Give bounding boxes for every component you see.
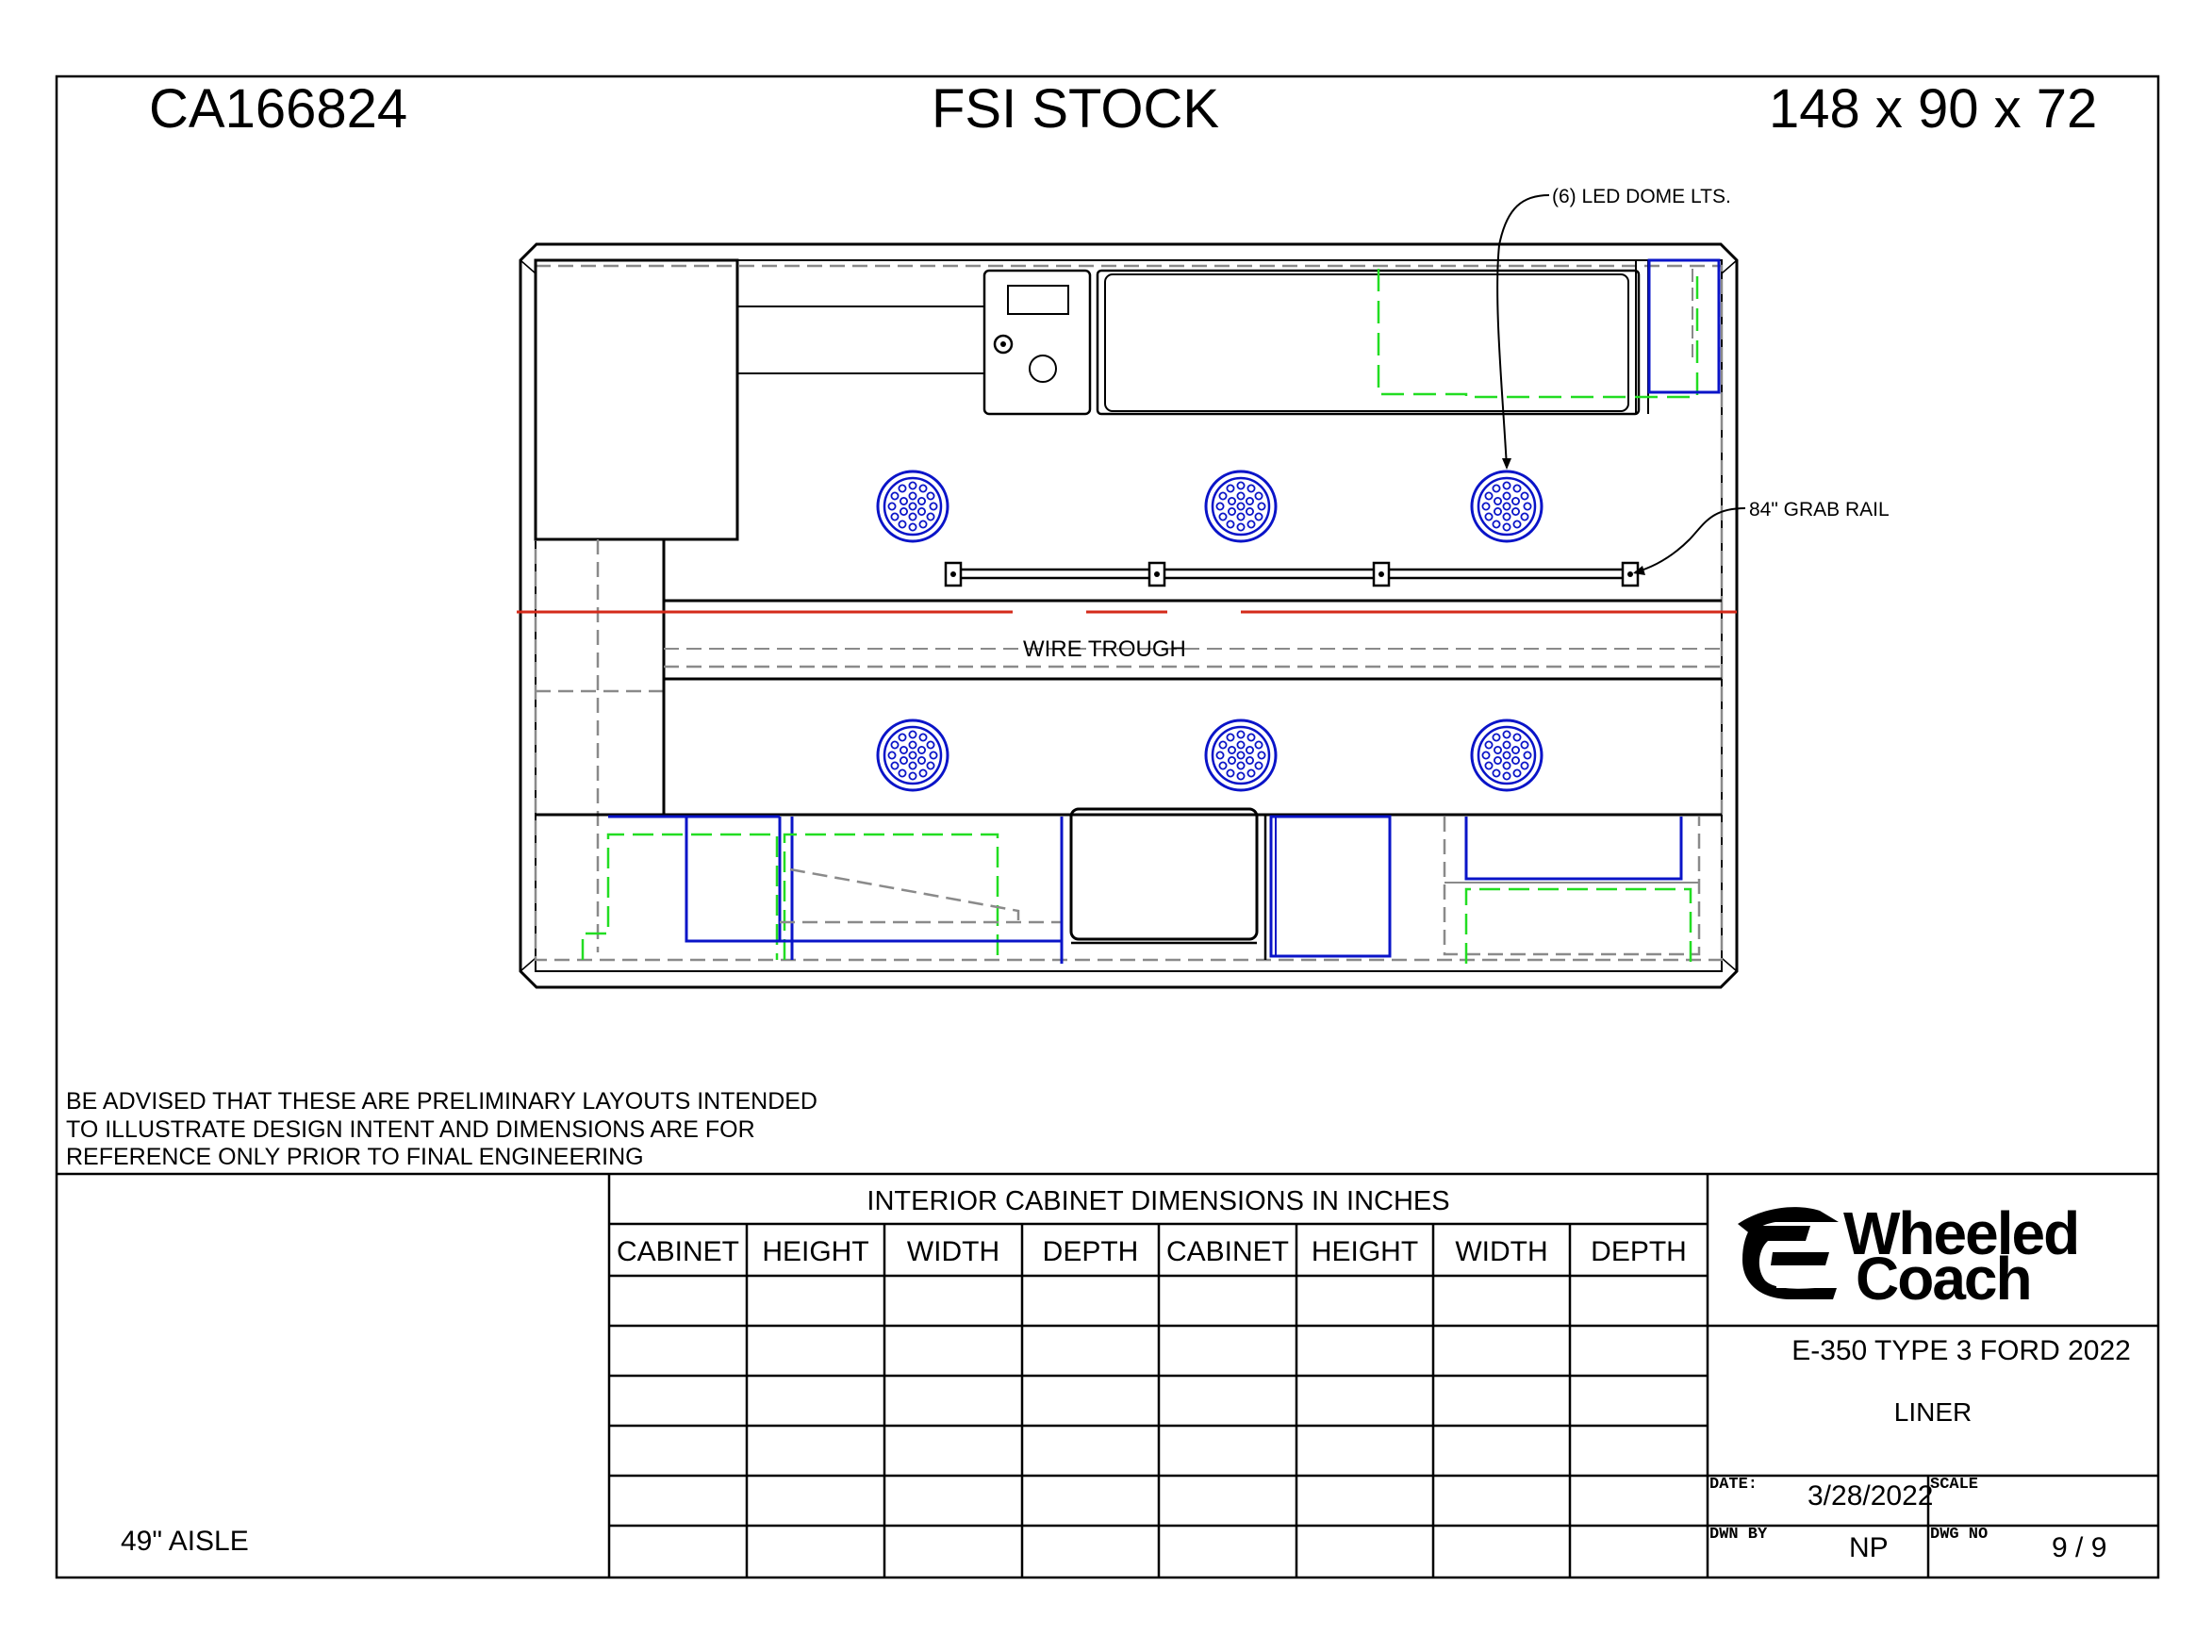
col-header-height: HEIGHT (762, 1236, 869, 1267)
sheet-type: LINER (1893, 1397, 1973, 1427)
col-header-depth: DEPTH (1042, 1236, 1139, 1267)
floor-plan (517, 194, 1746, 989)
date-label: DATE: (1709, 1476, 1758, 1494)
disclaimer-line-2: TO ILLUSTRATE DESIGN INTENT AND DIMENSIO… (66, 1116, 755, 1143)
scale-label: SCALE (1930, 1476, 1979, 1494)
squad-bench (1096, 269, 1641, 416)
dwg-no-label: DWG NO (1930, 1526, 1989, 1544)
dwg-no-value: 9 / 9 (2052, 1532, 2107, 1563)
col-header-width-2: WIDTH (1455, 1236, 1548, 1267)
led-dome-light (1470, 470, 1543, 543)
led-dome-light (1204, 719, 1278, 792)
cabinet-table (57, 1172, 2158, 1578)
col-header-width: WIDTH (906, 1236, 1000, 1267)
drawn-by-label: DWN BY (1709, 1526, 1768, 1544)
front-cabinet (534, 258, 739, 541)
led-dome-light (1204, 470, 1278, 543)
grab-rail-callout: 84" GRAB RAIL (1749, 499, 1890, 520)
led-dome-callout: (6) LED DOME LTS. (1552, 186, 1731, 207)
disclaimer-line-1: BE ADVISED THAT THESE ARE PRELIMINARY LA… (66, 1088, 817, 1115)
drawing-title: FSI STOCK (932, 78, 1220, 140)
sheet-border (55, 74, 2160, 1579)
col-header-height-2: HEIGHT (1311, 1236, 1419, 1267)
vehicle-model: E-350 TYPE 3 FORD 2022 (1791, 1335, 2131, 1366)
vehicle-dimensions: 148 x 90 x 72 (1769, 78, 2098, 140)
date-value: 3/28/2022 (1808, 1480, 1934, 1512)
body-inner-wall (535, 259, 1723, 972)
logo-line-1: Wheeled (1843, 1199, 2080, 1267)
led-dome-light (876, 719, 949, 792)
logo-line-2: Coach (1856, 1245, 2033, 1313)
wire-trough-label: WIRE TROUGH (1023, 636, 1186, 662)
wheeled-coach-logo-icon (1738, 1207, 1839, 1299)
job-number: CA166824 (149, 78, 408, 140)
led-dome-light (1470, 719, 1543, 792)
control-panel (982, 269, 1092, 416)
grab-rail (944, 561, 1640, 587)
col-header-depth-2: DEPTH (1591, 1236, 1687, 1267)
body-outline (519, 242, 1739, 989)
drawn-by-value: NP (1849, 1532, 1889, 1563)
aisle-label: 49" AISLE (121, 1526, 249, 1557)
col-header-cabinet: CABINET (616, 1236, 740, 1267)
disclaimer-line-3: REFERENCE ONLY PRIOR TO FINAL ENGINEERIN… (66, 1144, 644, 1170)
table-title: INTERIOR CABINET DIMENSIONS IN INCHES (867, 1186, 1450, 1216)
col-header-cabinet-2: CABINET (1165, 1236, 1290, 1267)
street-cabinet (1069, 807, 1259, 941)
led-dome-light (876, 470, 949, 543)
